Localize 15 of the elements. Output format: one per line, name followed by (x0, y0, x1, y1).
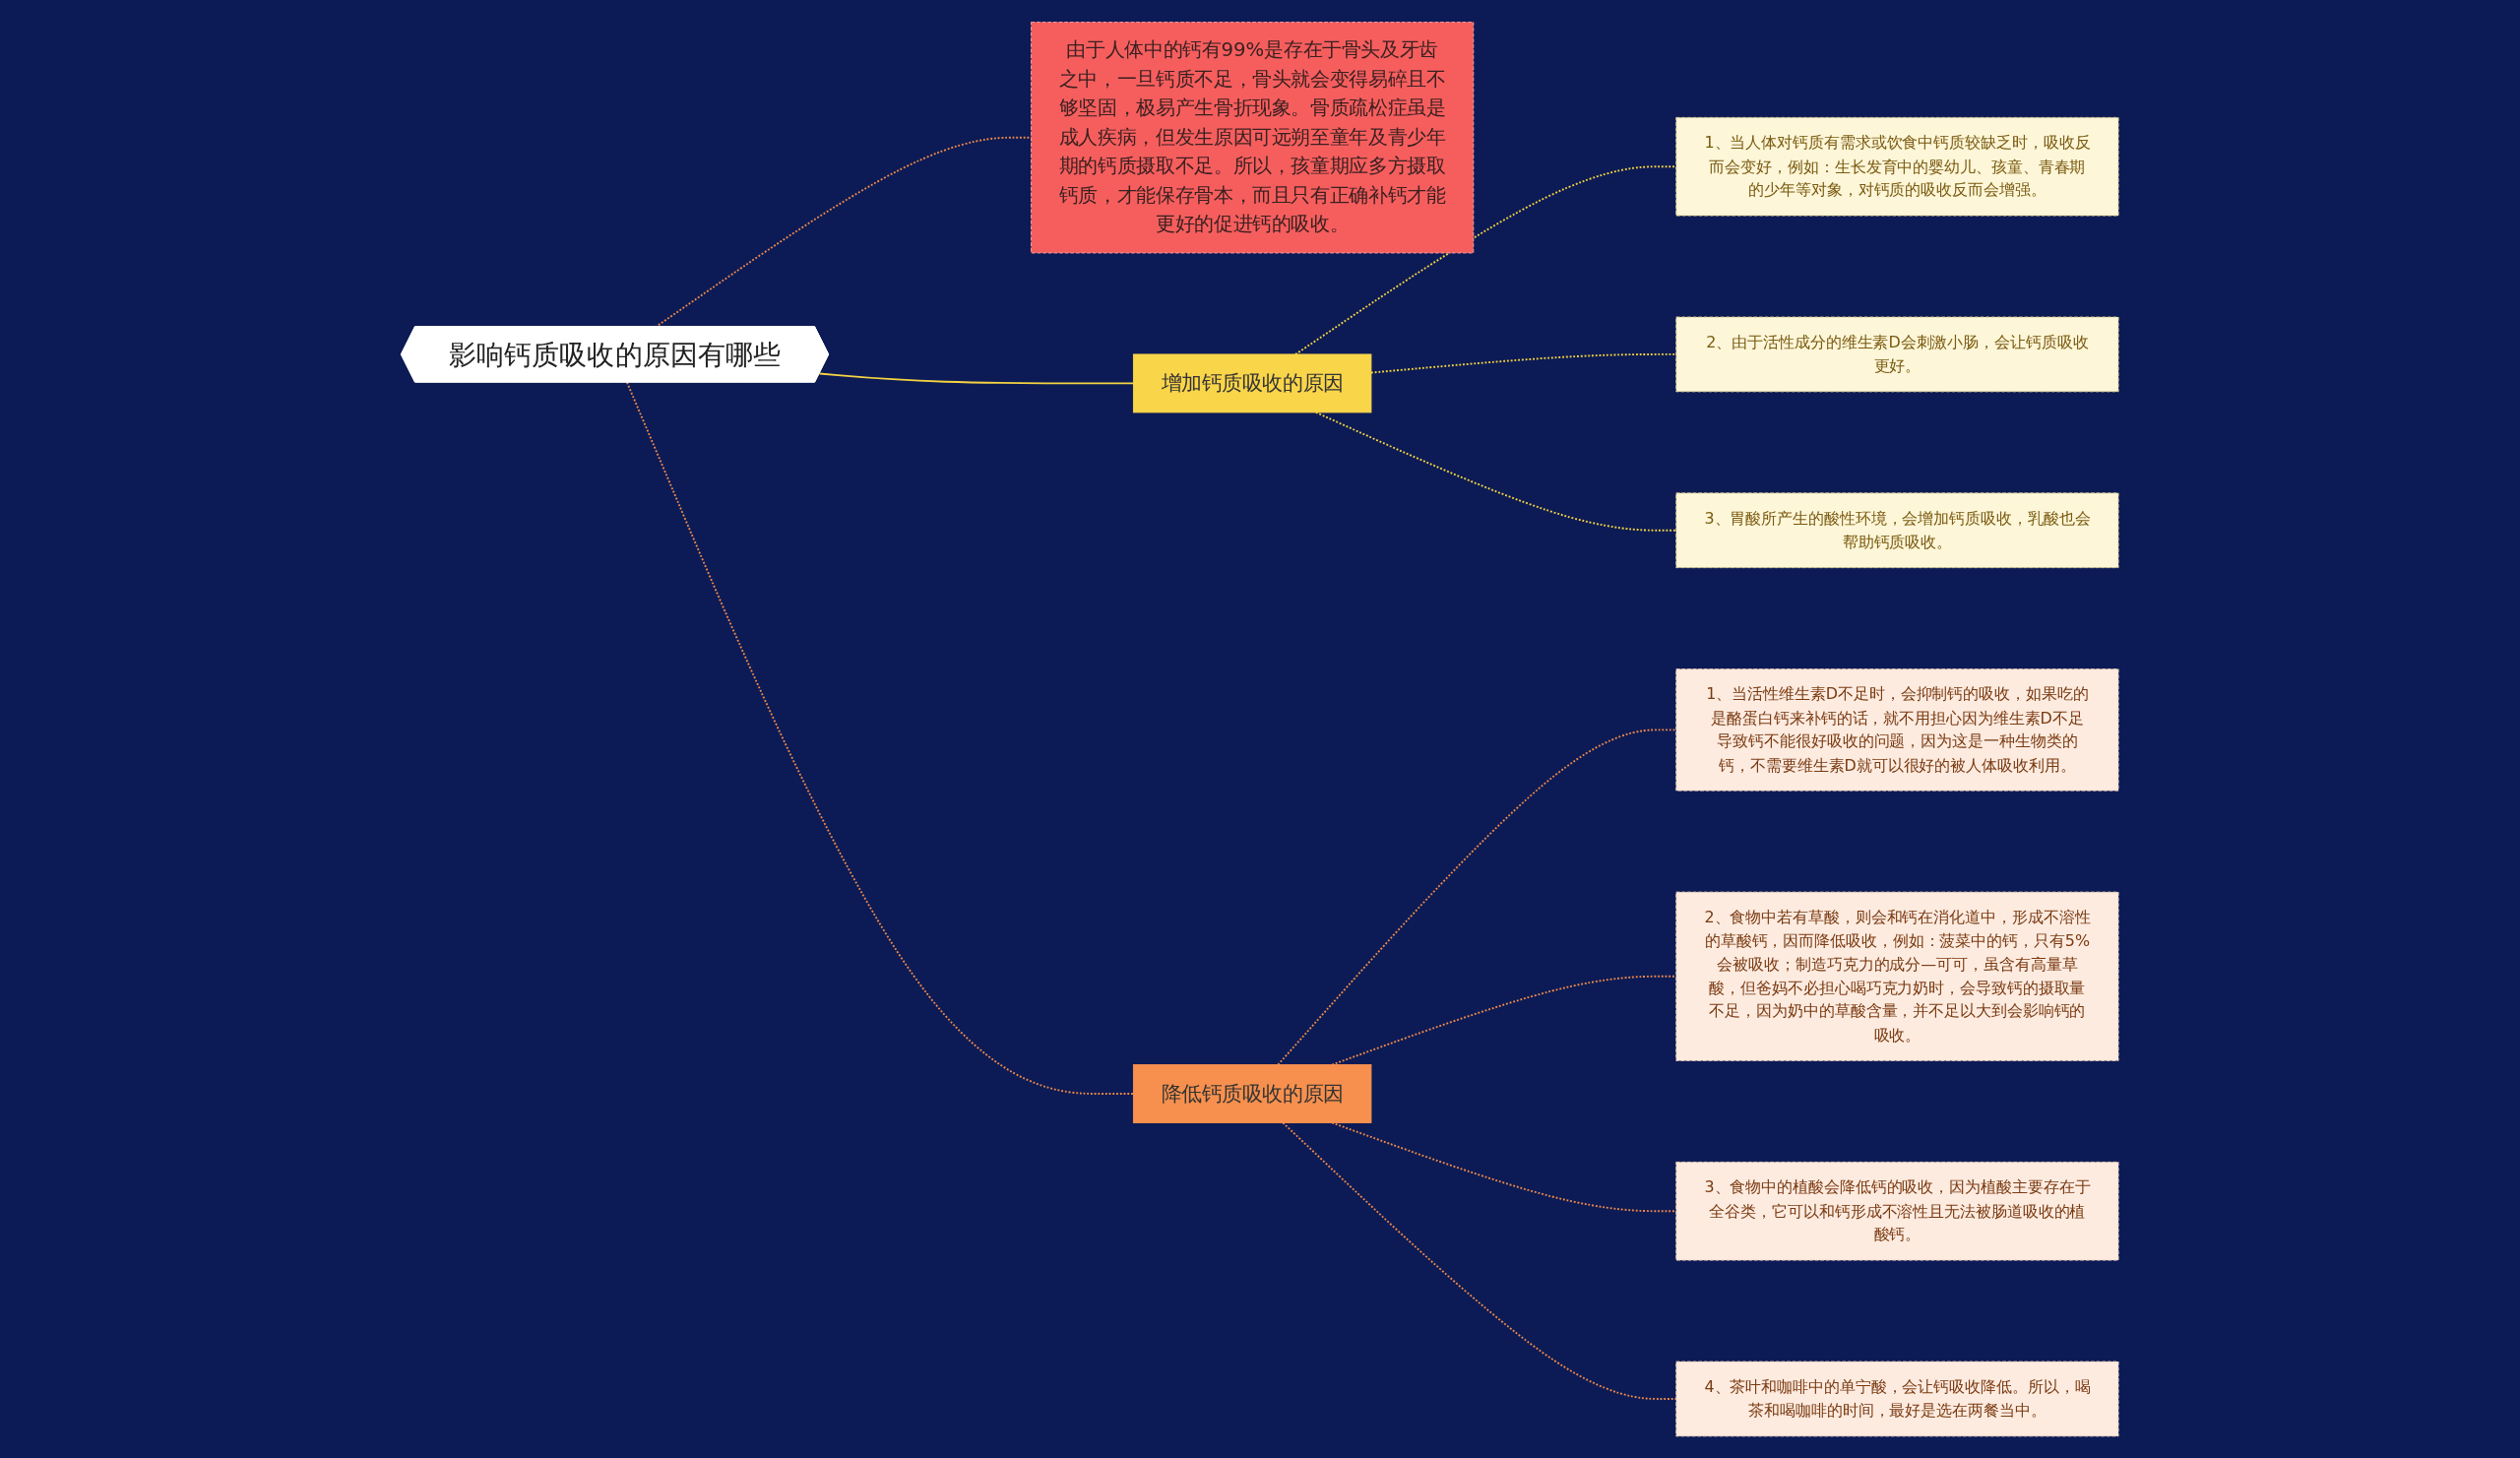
node-box: 1、当活性维生素D不足时，会抑制钙的吸收，如果吃的是酪蛋白钙来补钙的话，就不用担心因为维生素D不足导致钙不能很好吸收的问题，因为这是一种生物类的钙，不需要维生素D就可以很好的被人体吸收利用。 (1675, 667, 2119, 792)
node-box: 3、食物中的植酸会降低钙的吸收，因为植酸主要存在于全谷类，它可以和钙形成不溶性且无法被肠道吸收的植酸钙。 (1675, 1161, 2119, 1261)
node-box: 1、当人体对钙质有需求或饮食中钙质较缺乏时，吸收反而会变好，例如：生长发育中的婴幼儿、孩童、青春期的少年等对象，对钙质的吸收反而会增强。 (1675, 116, 2119, 217)
connector (626, 381, 1135, 1095)
connector (818, 372, 1135, 385)
node-box: 3、胃酸所产生的酸性环境，会增加钙质吸收，乳酸也会帮助钙质吸收。 (1675, 492, 2119, 568)
node-box: 增加钙质吸收的原因 (1133, 353, 1372, 413)
node-box: 4、茶叶和咖啡中的单宁酸，会让钙吸收降低。所以，喝茶和喝咖啡的时间，最好是选在两餐当中。 (1675, 1361, 2119, 1437)
node-box: 2、食物中若有草酸，则会和钙在消化道中，形成不溶性的草酸钙，因而降低吸收，例如：菠菜中的钙，只有5%会被吸收；制造巧克力的成分—可可，虽含有高量草酸，但爸妈不必担心喝巧克力奶时，会导致钙的摄取量不足，因为奶中的草酸含量，并不足以大到会影响钙的吸收。 (1675, 891, 2119, 1061)
node-box: 由于人体中的钙有99%是存在于骨头及牙齿之中，一旦钙质不足，骨头就会变得易碎且不够坚固，极易产生骨折现象。骨质疏松症虽是成人疾病，但发生原因可远朔至童年及青少年期的钙质摄取不足。所以，孩童期应多方摄取钙质，才能保存骨本，而且只有正确补钙才能更好的促进钙的吸收。 (1031, 21, 1475, 254)
connector (1294, 165, 1677, 355)
connector (1282, 1121, 1677, 1400)
connector (1277, 729, 1677, 1066)
node-box: 降低钙质吸收的原因 (1133, 1063, 1372, 1123)
node-box: 2、由于活性成分的维生素D会刺激小肠，会让钙质吸收更好。 (1675, 316, 2119, 393)
